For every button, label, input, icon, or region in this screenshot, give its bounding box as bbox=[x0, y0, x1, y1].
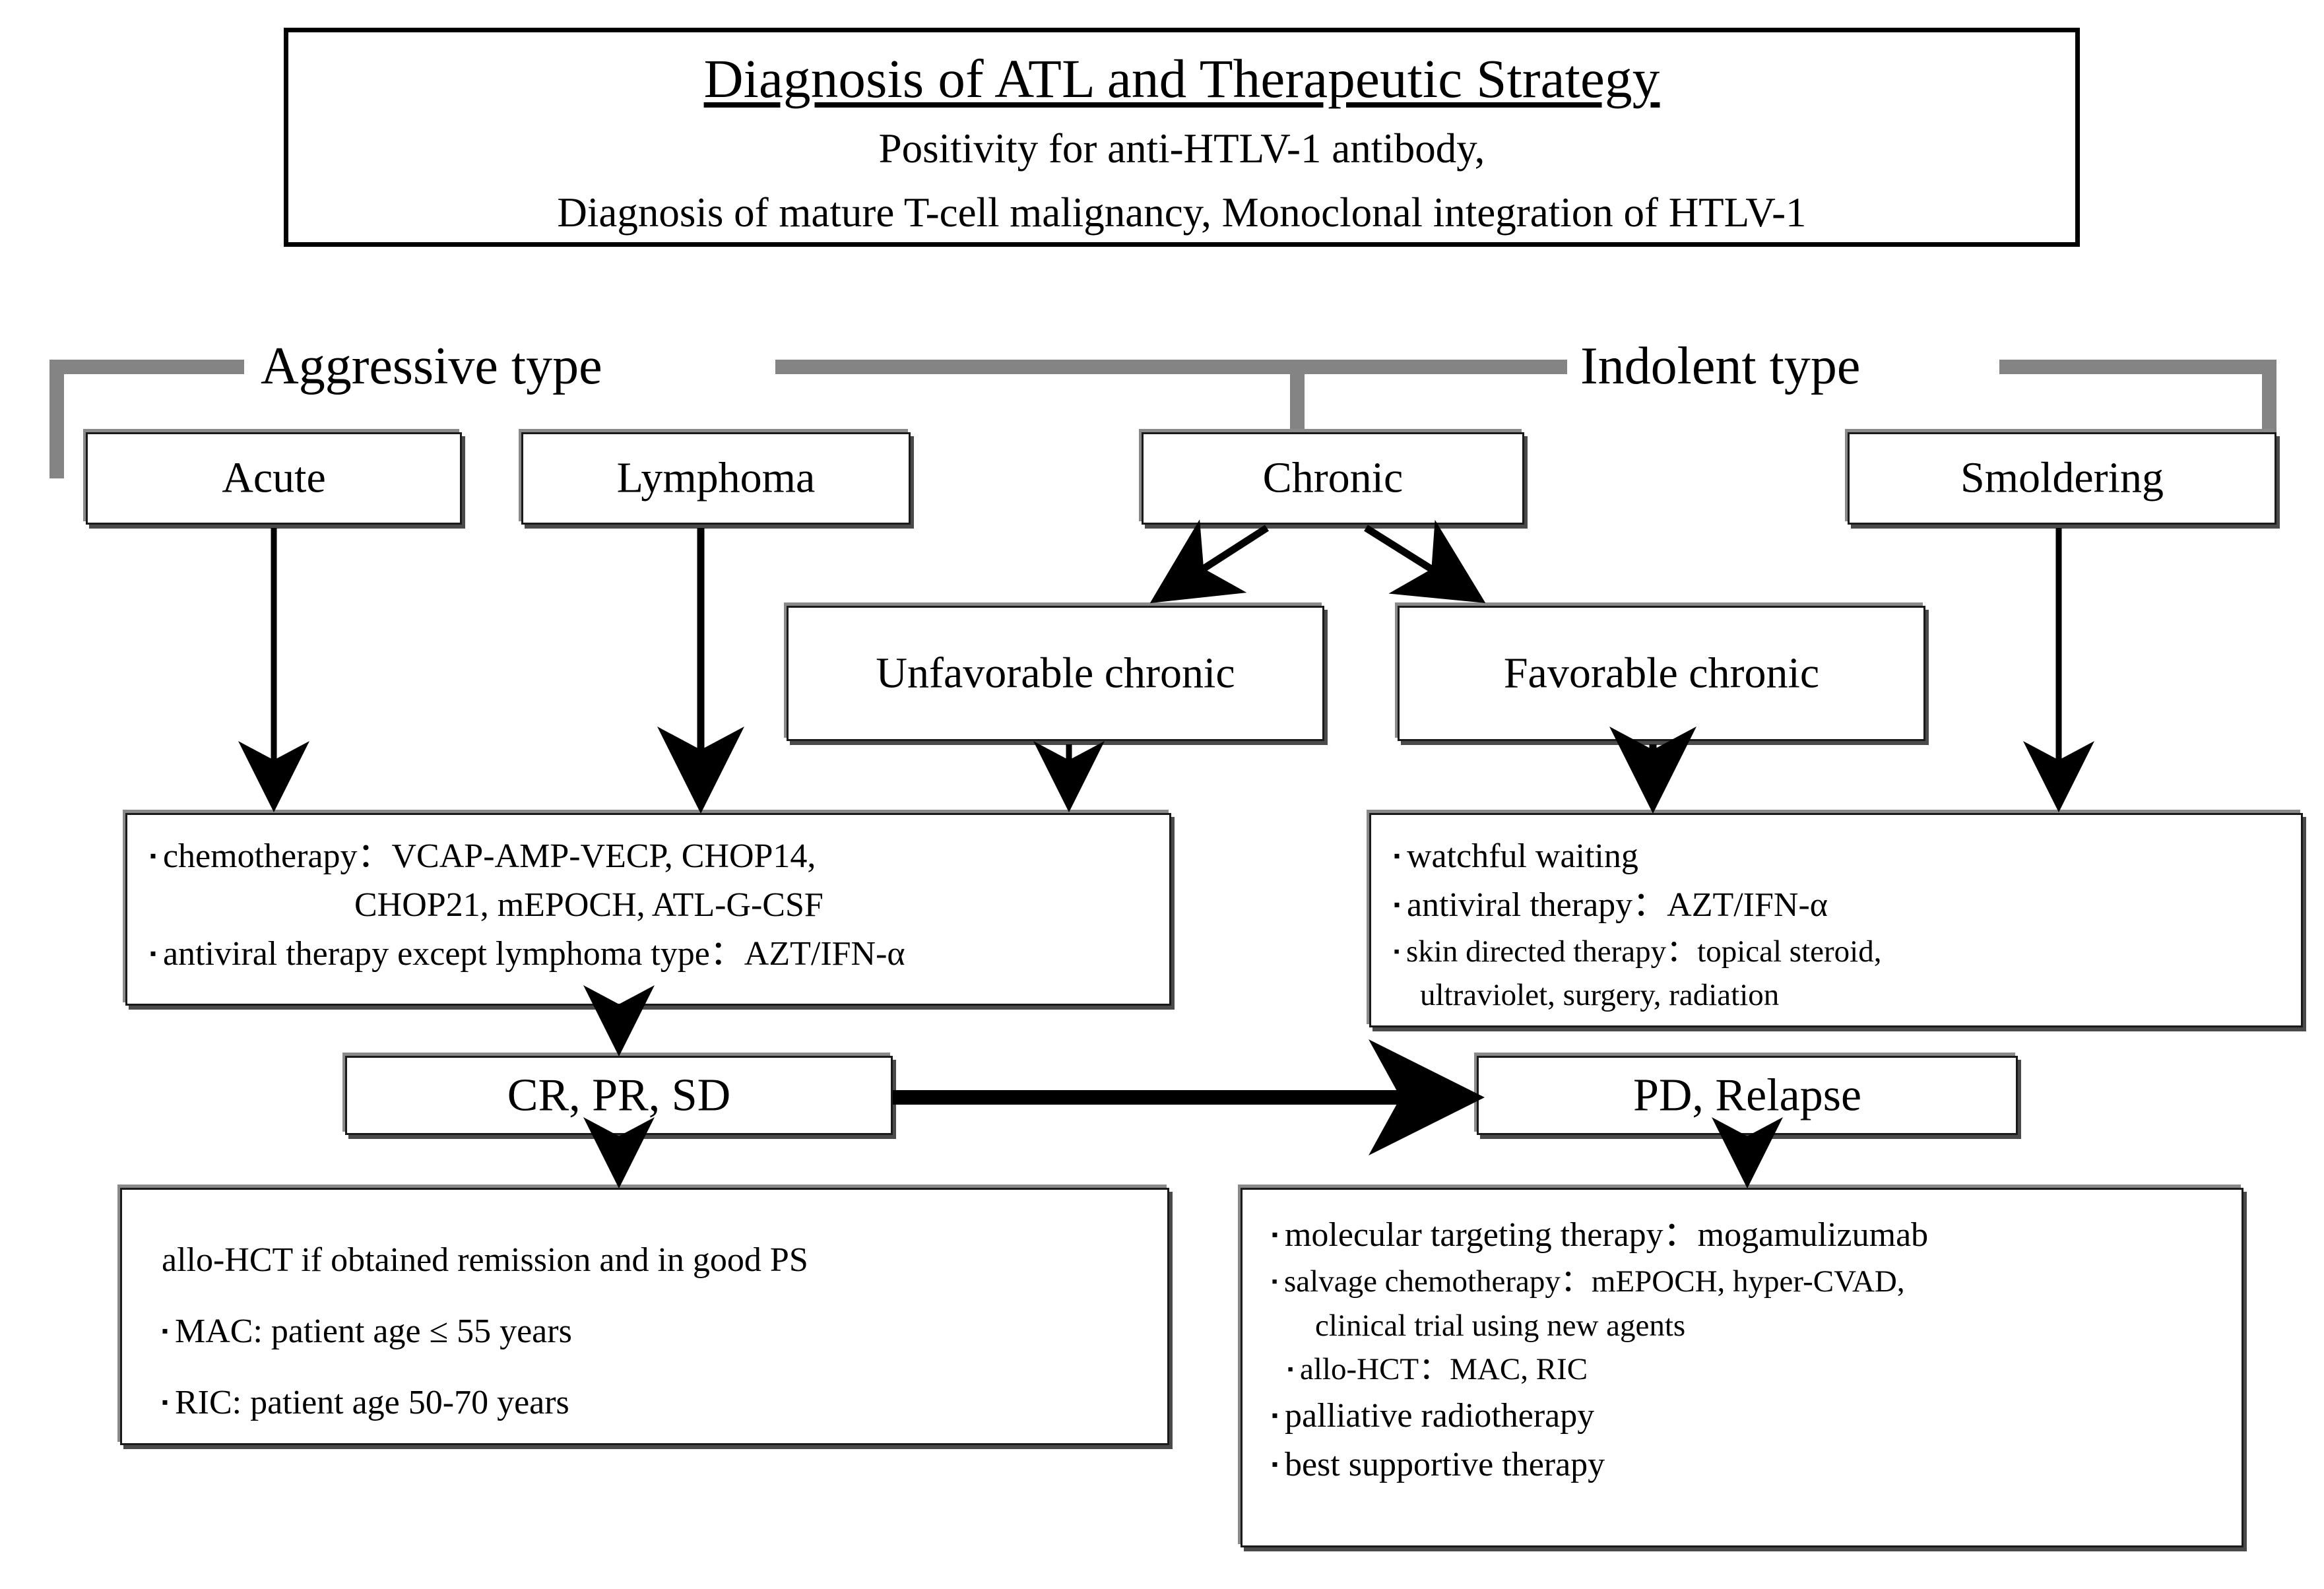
stage-label-favorable-chronic: Favorable chronic bbox=[1503, 649, 1820, 697]
header-text-block: Diagnosis of ATL and Therapeutic Strateg… bbox=[288, 47, 2075, 241]
aggressive-treatment-list: chemotherapy：VCAP-AMP-VECP, CHOP14, CHOP… bbox=[127, 815, 1169, 978]
header-subtitle-line-2: Diagnosis of mature T-cell malignancy, M… bbox=[557, 189, 1807, 236]
bracket-center-stem bbox=[1290, 360, 1305, 432]
salvage-line-3: clinical trial using new agents bbox=[1315, 1308, 1686, 1343]
response-label-bad: PD, Relapse bbox=[1632, 1070, 1862, 1121]
transplant-box[interactable]: allo-HCT if obtained remission and in go… bbox=[120, 1188, 1169, 1445]
transplant-list: allo-HCT if obtained remission and in go… bbox=[122, 1190, 1167, 1427]
aggressive-type-label: Aggressive type bbox=[261, 337, 602, 395]
salvage-line-6: best supportive therapy bbox=[1272, 1441, 2222, 1489]
salvage-list: molecular targeting therapy：mogamulizuma… bbox=[1243, 1190, 2242, 1489]
header-subtitle-line-1: Positivity for anti-HTLV-1 antibody, bbox=[878, 125, 1485, 172]
indolent-treatment-box[interactable]: watchful waiting antiviral therapy：AZT/I… bbox=[1369, 813, 2303, 1027]
stage-box-smoldering[interactable]: Smoldering bbox=[1848, 432, 2276, 525]
aggressive-treatment-box[interactable]: chemotherapy：VCAP-AMP-VECP, CHOP14, CHOP… bbox=[125, 813, 1171, 1006]
indolent-treatment-line-4: ultraviolet, surgery, radiation bbox=[1420, 978, 1780, 1013]
page-title: Diagnosis of ATL and Therapeutic Strateg… bbox=[703, 48, 1660, 109]
response-box-good[interactable]: CR, PR, SD bbox=[345, 1056, 893, 1135]
response-label-good: CR, PR, SD bbox=[507, 1070, 731, 1121]
indolent-treatment-line-2: antiviral therapy：AZT/IFN-α bbox=[1394, 881, 2281, 930]
aggressive-bracket-left-leg bbox=[49, 360, 64, 478]
indolent-treatment-list: watchful waiting antiviral therapy：AZT/I… bbox=[1371, 815, 2301, 1018]
salvage-line-1: molecular targeting therapy：mogamulizuma… bbox=[1272, 1211, 2222, 1260]
stage-box-favorable-chronic[interactable]: Favorable chronic bbox=[1398, 606, 1925, 741]
aggressive-treatment-line-2: CHOP21, mEPOCH, ATL-G-CSF bbox=[354, 886, 823, 924]
stage-label-acute: Acute bbox=[222, 453, 326, 502]
stage-box-chronic[interactable]: Chronic bbox=[1142, 432, 1524, 525]
arrow-chronic-to-favorable bbox=[1364, 519, 1486, 603]
stage-box-unfavorable-chronic[interactable]: Unfavorable chronic bbox=[787, 606, 1324, 741]
salvage-line-5: palliative radiotherapy bbox=[1272, 1392, 2222, 1441]
salvage-box[interactable]: molecular targeting therapy：mogamulizuma… bbox=[1241, 1188, 2243, 1547]
stage-label-smoldering: Smoldering bbox=[1960, 453, 2164, 502]
header-box: Diagnosis of ATL and Therapeutic Strateg… bbox=[284, 28, 2080, 247]
response-box-bad[interactable]: PD, Relapse bbox=[1477, 1056, 2018, 1135]
indolent-treatment-line-1: watchful waiting bbox=[1394, 832, 2281, 881]
transplant-line-1: allo-HCT if obtained remission and in go… bbox=[162, 1241, 808, 1279]
aggressive-treatment-line-3: antiviral therapy except lymphoma type：A… bbox=[150, 930, 1149, 979]
indolent-bracket-bar-right bbox=[1999, 360, 2276, 374]
stage-label-unfavorable-chronic: Unfavorable chronic bbox=[876, 649, 1235, 697]
indolent-type-label: Indolent type bbox=[1580, 337, 1861, 395]
indolent-treatment-line-3: skin directed therapy：topical steroid, bbox=[1394, 930, 2281, 974]
arrow-chronic-to-unfavorable bbox=[1149, 519, 1269, 603]
aggressive-bracket-bar-right bbox=[775, 360, 1297, 374]
stage-box-lymphoma[interactable]: Lymphoma bbox=[521, 432, 911, 525]
salvage-line-4: allo-HCT：MAC, RIC bbox=[1272, 1347, 2222, 1392]
stage-box-acute[interactable]: Acute bbox=[86, 432, 462, 525]
salvage-line-2: salvage chemotherapy：mEPOCH, hyper-CVAD, bbox=[1272, 1260, 2222, 1304]
indolent-bracket-bar-left bbox=[1290, 360, 1567, 374]
stage-label-chronic: Chronic bbox=[1262, 453, 1404, 502]
aggressive-treatment-line-1: chemotherapy：VCAP-AMP-VECP, CHOP14, bbox=[150, 832, 1149, 881]
transplant-line-3: RIC: patient age 50-70 years bbox=[162, 1378, 1147, 1427]
aggressive-bracket-bar-left bbox=[49, 360, 244, 374]
stage-label-lymphoma: Lymphoma bbox=[616, 453, 816, 502]
transplant-line-2: MAC: patient age ≤ 55 years bbox=[162, 1307, 1147, 1356]
